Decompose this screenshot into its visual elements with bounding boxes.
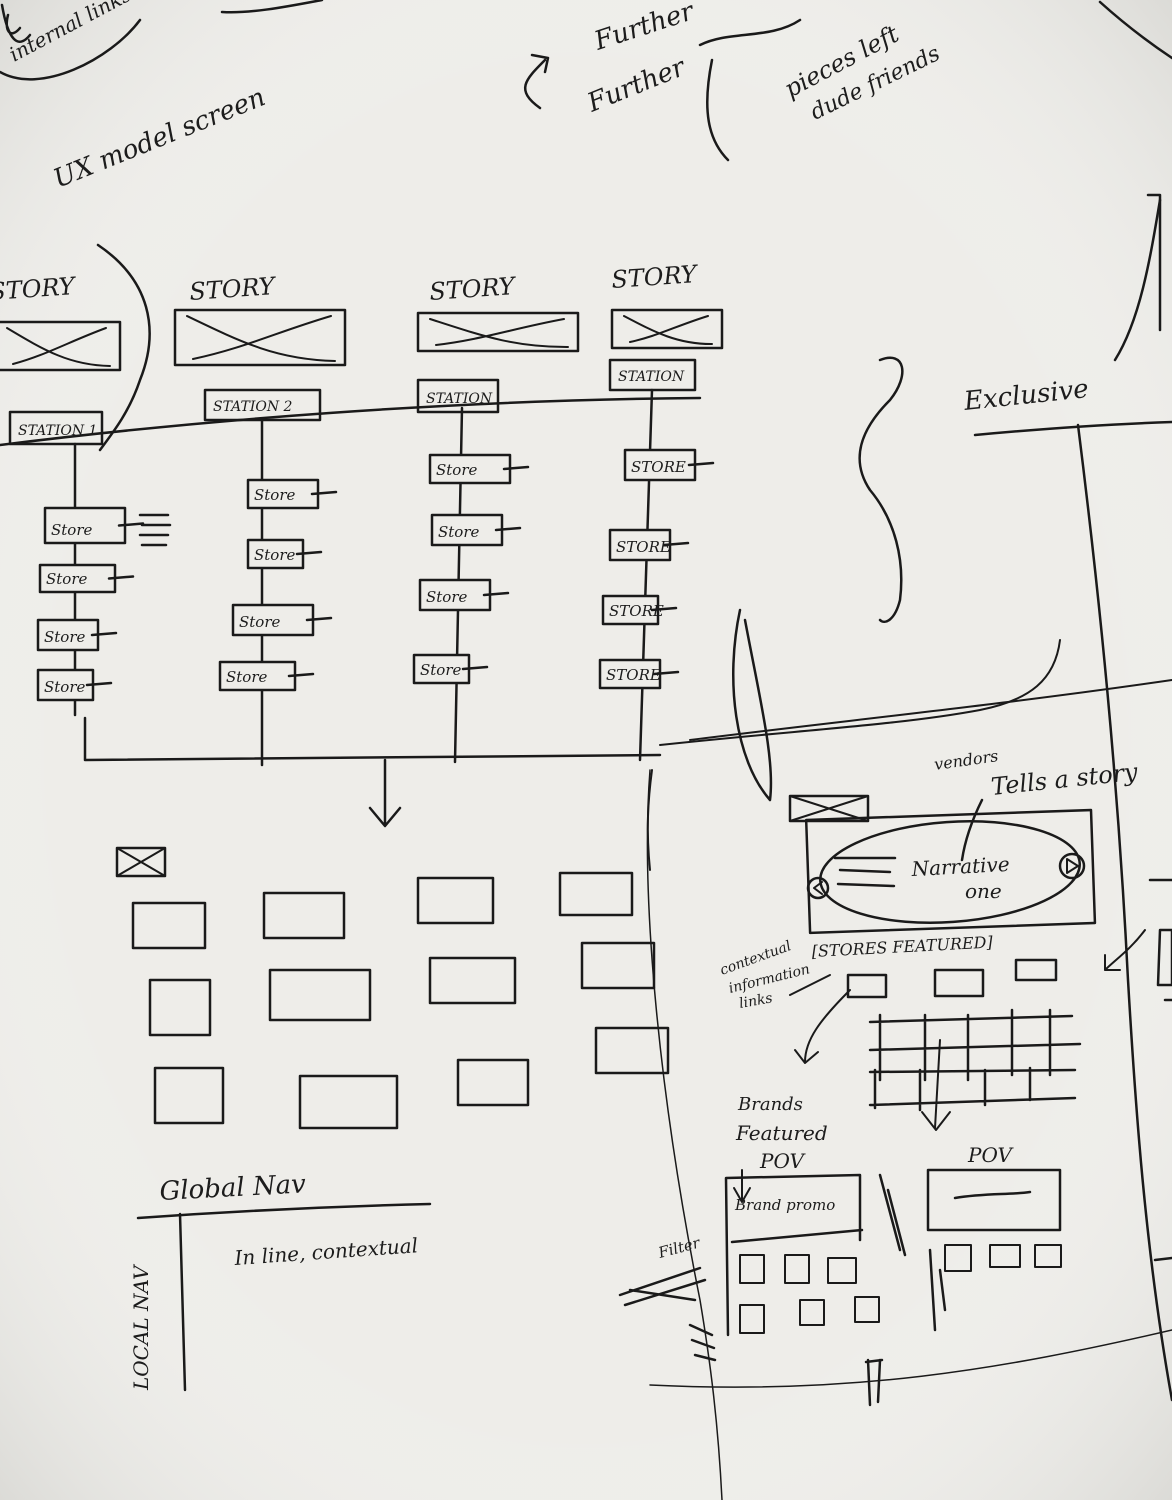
store-link-stub	[652, 670, 680, 676]
story-hero-image	[0, 320, 122, 372]
narrative-carousel	[804, 808, 1097, 935]
story-column: STORY STATION STORE STORE STORE STORE	[598, 260, 724, 762]
story-header: STORY	[610, 260, 699, 294]
store-label: Store	[436, 461, 478, 479]
grid-card	[262, 891, 346, 940]
store-label: STORE	[609, 602, 664, 620]
store-label: Store	[438, 523, 480, 541]
store-label: Store	[226, 668, 268, 686]
store-link-stub	[85, 681, 113, 687]
store-box[interactable]	[43, 506, 127, 545]
grid-card	[416, 876, 495, 925]
grid-card	[148, 978, 212, 1037]
store-link-stub	[687, 461, 715, 467]
story-hero-image	[173, 308, 347, 367]
store-label: Store	[426, 588, 468, 606]
grid-card	[131, 901, 207, 950]
store-box[interactable]	[428, 453, 512, 485]
store-box[interactable]	[36, 668, 95, 702]
store-box[interactable]	[608, 528, 672, 562]
store-box[interactable]	[218, 660, 297, 692]
local-nav-label: LOCAL NAV	[129, 1263, 153, 1391]
station-box[interactable]	[8, 410, 104, 446]
grid-card	[558, 871, 634, 917]
grid-card	[153, 1066, 225, 1125]
pov-label: POV	[967, 1143, 1015, 1167]
carousel-next-icon[interactable]	[1058, 852, 1086, 880]
store-link-stub	[482, 591, 510, 597]
store-link-stub	[461, 665, 489, 671]
grid-card	[298, 1074, 399, 1130]
grid-card	[268, 968, 372, 1022]
store-label: Store	[51, 521, 93, 539]
store-link-stub	[90, 631, 118, 637]
store-label: Store	[239, 613, 281, 631]
narrative-subtitle: one	[965, 879, 1002, 903]
store-box[interactable]	[623, 448, 697, 482]
store-link-stub	[295, 550, 323, 556]
story-hero-image	[610, 308, 724, 350]
contextual-label-3: links	[738, 990, 774, 1012]
station-label: STATION 1	[18, 423, 97, 439]
store-link-stub	[662, 541, 690, 547]
station-box[interactable]	[416, 378, 500, 414]
image-placeholder-icon	[186, 315, 336, 362]
story-header: STORY	[428, 272, 517, 306]
store-label: STORE	[631, 458, 686, 476]
carousel-prev-icon[interactable]	[806, 876, 830, 900]
store-link-stub	[287, 672, 315, 678]
store-link-stub	[305, 616, 333, 622]
store-link-stub	[310, 490, 338, 496]
station-label: STATION 2	[213, 399, 293, 415]
divider-lines	[646, 356, 1172, 1500]
featured-store-card[interactable]	[933, 968, 985, 998]
station-label: STATION	[426, 391, 493, 407]
image-placeholder-icon	[623, 315, 713, 346]
grid-card	[580, 941, 656, 990]
store-link-stub	[502, 465, 530, 471]
store-label: Store	[254, 546, 296, 564]
store-link-stub	[650, 606, 678, 612]
store-label: STORE	[606, 666, 661, 684]
story-header: STORY	[0, 272, 78, 306]
store-link-stub	[494, 526, 522, 532]
store-label: Store	[420, 661, 462, 679]
story-header: STORY	[188, 272, 277, 306]
store-label: STORE	[616, 538, 671, 556]
store-box[interactable]	[601, 594, 660, 626]
station-label: STATION	[618, 369, 685, 385]
featured-store-card[interactable]	[846, 973, 888, 999]
brands-featured-1: Brands	[737, 1094, 803, 1115]
grid-card	[456, 1058, 530, 1107]
store-link-stub	[117, 522, 145, 527]
narrative-title: Narrative	[910, 852, 1010, 881]
brand-promo-label: Brand promo	[734, 1196, 835, 1214]
grid-card	[428, 956, 517, 1005]
pov-card	[926, 1168, 1062, 1232]
store-box[interactable]	[36, 618, 100, 652]
grid-card	[594, 1026, 670, 1075]
results-grid	[115, 846, 670, 1130]
brands-featured-3: POV	[759, 1149, 807, 1173]
store-label: Store	[254, 486, 296, 504]
image-placeholder-icon	[429, 318, 569, 349]
store-box[interactable]	[418, 578, 492, 612]
store-box[interactable]	[38, 563, 117, 594]
store-link-stub	[107, 575, 135, 580]
featured-store-card[interactable]	[1014, 958, 1058, 982]
store-label: Store	[46, 570, 88, 588]
story-hero-image	[416, 311, 580, 353]
brands-featured-2: Featured	[735, 1121, 828, 1145]
store-label: Store	[44, 628, 86, 646]
image-placeholder-icon	[6, 327, 111, 367]
store-label: Store	[44, 678, 86, 696]
